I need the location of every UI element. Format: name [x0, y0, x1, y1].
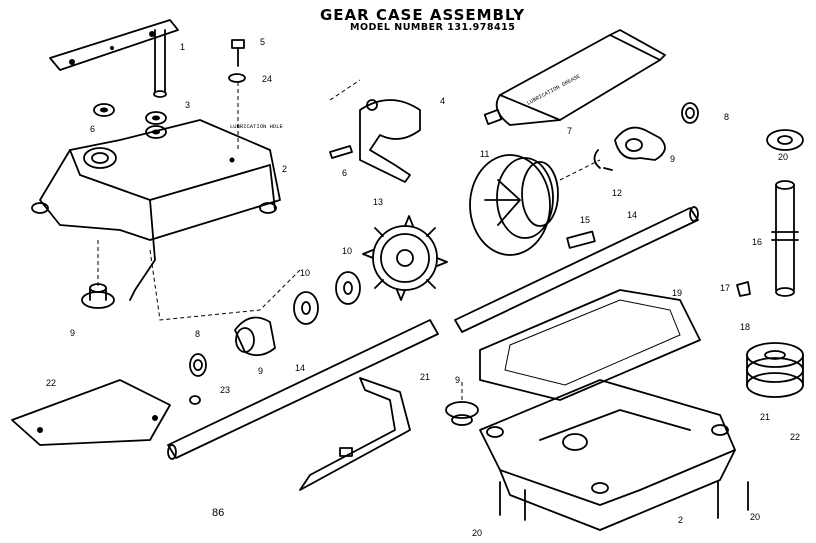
callout-6-left: 6 [90, 124, 95, 134]
callout-9-right: 9 [670, 154, 675, 164]
part-small-key [736, 281, 751, 297]
part-screw [228, 39, 246, 150]
callout-24: 24 [262, 74, 272, 84]
callout-4: 4 [440, 96, 445, 106]
callout-17: 17 [720, 283, 730, 293]
part-thrust-washers [293, 271, 361, 325]
callout-5: 5 [260, 37, 265, 47]
part-gear-case-cover [31, 119, 301, 321]
part-mounting-bracket [299, 377, 411, 491]
part-ring-collar [614, 102, 699, 161]
part-gear-case-housing [479, 379, 736, 531]
part-lower-shaft [167, 319, 439, 460]
part-vertical-pulley [746, 342, 804, 398]
diagram-title: GEAR CASE ASSEMBLY [320, 6, 526, 24]
callout-21-right: 21 [760, 412, 770, 422]
part-grease-tube: LUBRICATION GREASE [483, 29, 666, 126]
part-left-plate [11, 379, 201, 446]
callout-6-pin: 6 [342, 168, 347, 178]
callout-10-b: 10 [300, 268, 310, 278]
callout-20-left: 20 [472, 528, 482, 538]
callout-8-right: 8 [724, 112, 729, 122]
grease-tube-label: LUBRICATION GREASE [526, 72, 582, 106]
callout-18: 18 [740, 322, 750, 332]
part-key-and-shaft [454, 206, 699, 333]
callout-8-left: 8 [195, 329, 200, 339]
part-clutch-fork [329, 79, 421, 183]
callout-19: 19 [672, 288, 682, 298]
part-retaining-clip [593, 149, 613, 171]
callout-21: 21 [420, 372, 430, 382]
part-clutch-pulley [469, 154, 601, 256]
callout-7: 7 [567, 126, 572, 136]
callout-9-collar: 9 [258, 366, 263, 376]
callout-13: 13 [373, 197, 383, 207]
callout-3: 3 [185, 100, 190, 110]
callout-numbers: 1 5 24 3 6 2 4 6 7 8 9 11 12 13 15 14 10… [46, 37, 800, 538]
callout-16: 16 [752, 237, 762, 247]
callout-20-right: 20 [750, 512, 760, 522]
page-number: 86 [212, 507, 225, 519]
part-gasket [479, 289, 701, 401]
callout-11: 11 [480, 149, 489, 159]
callout-14-lower: 14 [295, 363, 305, 373]
callout-9-center: 9 [455, 375, 460, 385]
model-number: MODEL NUMBER 131.978415 [350, 22, 516, 33]
part-vertical-shaft [766, 129, 804, 297]
part-bracket-strip [49, 19, 179, 98]
part-bushing-center [445, 382, 479, 426]
callout-10-a: 10 [342, 246, 352, 256]
callout-22-right: 22 [790, 432, 800, 442]
callout-2-housing: 2 [678, 515, 683, 525]
lubrication-hole-label: LUBRICATION HOLE [230, 123, 284, 130]
part-left-collar [189, 316, 276, 377]
callout-2-cover: 2 [282, 164, 287, 174]
callout-15-right: 20 [778, 152, 788, 162]
callout-14-upper: 14 [627, 210, 637, 220]
callout-15: 15 [580, 215, 590, 225]
callout-12: 12 [612, 188, 622, 198]
part-bushing-left [81, 240, 115, 309]
callout-9-bushing: 9 [70, 328, 75, 338]
callout-23: 23 [220, 385, 230, 395]
part-pin [329, 145, 353, 159]
part-bolts [499, 481, 749, 521]
callout-1: 1 [180, 42, 185, 52]
part-spur-gear [362, 215, 448, 301]
part-washers [93, 103, 167, 139]
callout-22-left: 22 [46, 378, 56, 388]
